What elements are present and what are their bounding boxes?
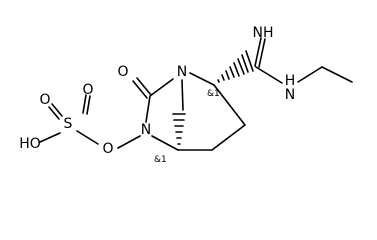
hashed-bond-c5 xyxy=(172,113,186,145)
bond-c7-o-double-b xyxy=(132,80,148,99)
molecule-structure: O N N O S O O HO NH H N &1 &1 xyxy=(19,25,353,165)
bond-ethyl xyxy=(321,66,353,83)
bond-c3-c4 xyxy=(211,124,246,151)
atom-s: S xyxy=(64,116,73,132)
atom-o-carbonyl: O xyxy=(117,64,128,80)
bond-s-o-left-a xyxy=(48,106,60,120)
bond-c7-n6 xyxy=(145,95,151,123)
bond-n1-ch2 xyxy=(181,79,184,111)
bond-amidine-c-nh xyxy=(255,66,283,84)
bond-s-oh xyxy=(39,132,61,143)
bond-c7-o-double-a xyxy=(136,77,152,96)
hashed-bond-c2 xyxy=(217,50,254,83)
atom-o-left: O xyxy=(39,92,50,108)
bond-s-o-top-b xyxy=(86,95,91,115)
bond-nh-ethyl xyxy=(297,66,323,83)
stereo-label-c2: &1 xyxy=(207,89,220,99)
atom-n-amide: N xyxy=(141,122,151,138)
atom-o-link: O xyxy=(102,141,113,157)
bond-s-o-top-a xyxy=(82,94,87,114)
atom-nh-imine: NH xyxy=(253,25,274,41)
atom-n-bridgehead: N xyxy=(177,64,187,80)
atom-n-amine: N xyxy=(285,87,295,103)
stereo-label-c5: &1 xyxy=(154,155,167,165)
atom-h-amine: H xyxy=(285,73,296,89)
bond-amidine-c-n-double-a xyxy=(254,37,262,67)
bond-c7-n1 xyxy=(149,78,174,97)
bond-amidine-c-n-double-b xyxy=(258,38,266,68)
bond-c2-c3 xyxy=(213,84,246,126)
bond-n6-c5 xyxy=(151,135,179,151)
bond-n1-c2 xyxy=(189,72,215,86)
atom-ho: HO xyxy=(19,136,41,152)
bond-s-o-left-b xyxy=(51,103,63,117)
bond-n6-o xyxy=(117,135,141,149)
atom-o-top: O xyxy=(82,82,93,98)
bond-o-s xyxy=(76,130,99,145)
